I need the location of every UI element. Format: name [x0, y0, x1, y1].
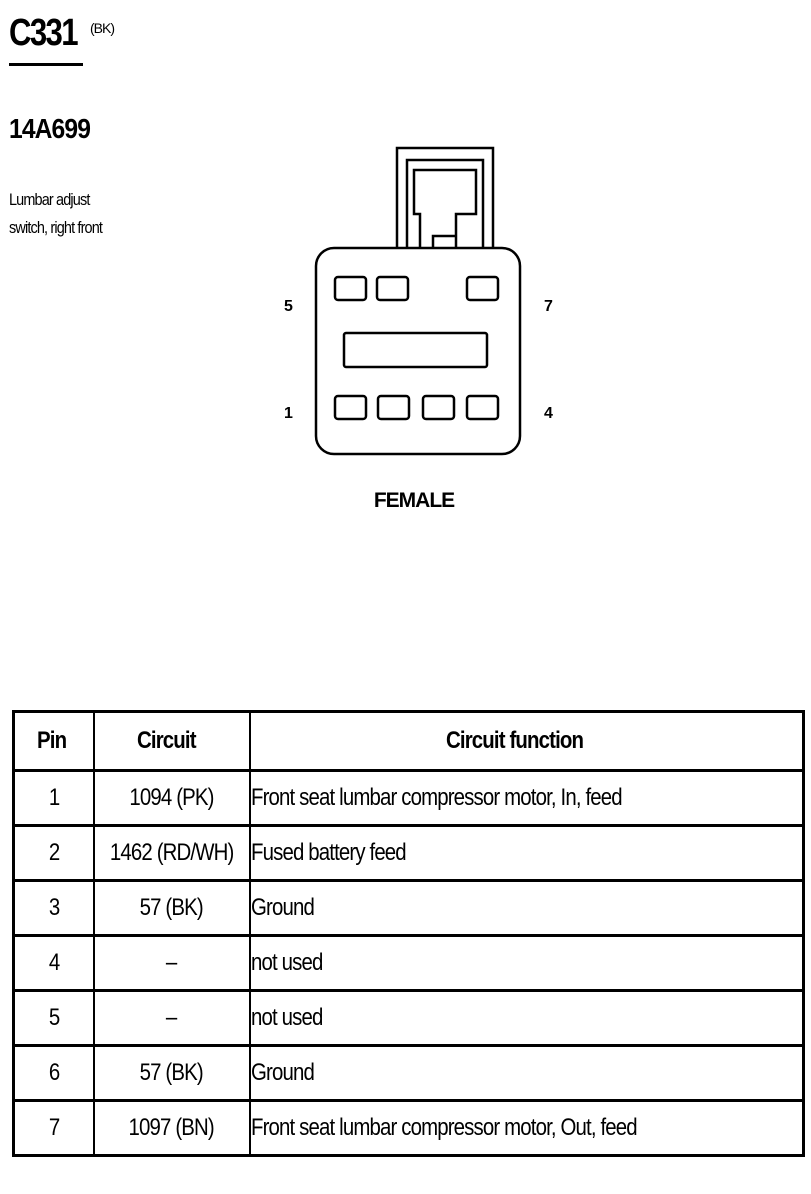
terminal-cavities-top	[333, 275, 500, 302]
pin-cell: 6	[12, 1044, 95, 1102]
circuit-cell: –	[92, 989, 251, 1047]
circuit-cell: 1097 (BN)	[92, 1099, 251, 1157]
connector-latch	[395, 146, 495, 248]
part-number: 14A699	[9, 113, 91, 144]
header-circuit-function: Circuit function	[248, 710, 805, 772]
pin-cell: 7	[12, 1099, 95, 1157]
pin-label-top-right: 7	[544, 298, 553, 315]
table-row: 4 – not used	[12, 934, 805, 992]
function-cell: not used	[248, 934, 805, 992]
pin-cell: 4	[12, 934, 95, 992]
circuit-cell: 1462 (RD/WH)	[92, 824, 251, 882]
pin-cell: 3	[12, 879, 95, 937]
pinout-table: Pin Circuit Circuit function 1 1094 (PK)…	[12, 710, 805, 1157]
pin-cell: 2	[12, 824, 95, 882]
connector-diagram: 5 7 1 4 FEMALE	[284, 146, 553, 512]
function-cell: Fused battery feed	[248, 824, 805, 882]
circuit-cell: 57 (BK)	[92, 879, 251, 937]
cavity-pin-5	[333, 275, 368, 302]
connector-description: Lumbar adjust switch, right front	[9, 186, 103, 242]
cavity-pin-3	[421, 394, 456, 421]
pin-label-bottom-right: 4	[544, 405, 553, 422]
cavity-pin-1	[333, 394, 368, 421]
cavity-pin-6	[375, 275, 410, 302]
title-underline	[9, 63, 83, 66]
pin-label-top-left: 5	[284, 298, 293, 315]
table-header-row: Pin Circuit Circuit function	[12, 710, 805, 772]
table-row: 6 57 (BK) Ground	[12, 1044, 805, 1102]
cavity-pin-2	[376, 394, 411, 421]
function-cell: Front seat lumbar compressor motor, In, …	[248, 769, 805, 827]
cavity-pin-7	[465, 275, 500, 302]
connector-color: (BK)	[90, 20, 115, 36]
circuit-cell: 57 (BK)	[92, 1044, 251, 1102]
pin-cell: 5	[12, 989, 95, 1047]
table-row: 1 1094 (PK) Front seat lumbar compressor…	[12, 769, 805, 827]
function-cell: Front seat lumbar compressor motor, Out,…	[248, 1099, 805, 1157]
function-cell: not used	[248, 989, 805, 1047]
circuit-cell: 1094 (PK)	[92, 769, 251, 827]
description-line-2: switch, right front	[9, 218, 103, 237]
circuit-cell: –	[92, 934, 251, 992]
table-row: 7 1097 (BN) Front seat lumbar compressor…	[12, 1099, 805, 1157]
connector-id: C331	[9, 12, 79, 54]
header-pin: Pin	[12, 710, 95, 772]
center-slot	[342, 331, 489, 369]
function-cell: Ground	[248, 879, 805, 937]
table-row: 5 – not used	[12, 989, 805, 1047]
connector-gender: FEMALE	[374, 489, 455, 512]
description-line-1: Lumbar adjust	[9, 190, 90, 209]
pin-label-bottom-left: 1	[284, 405, 293, 422]
table-row: 2 1462 (RD/WH) Fused battery feed	[12, 824, 805, 882]
terminal-cavities-bottom	[333, 394, 500, 421]
pin-cell: 1	[12, 769, 95, 827]
cavity-pin-4	[465, 394, 500, 421]
function-cell: Ground	[248, 1044, 805, 1102]
header-circuit: Circuit	[92, 710, 251, 772]
table-row: 3 57 (BK) Ground	[12, 879, 805, 937]
